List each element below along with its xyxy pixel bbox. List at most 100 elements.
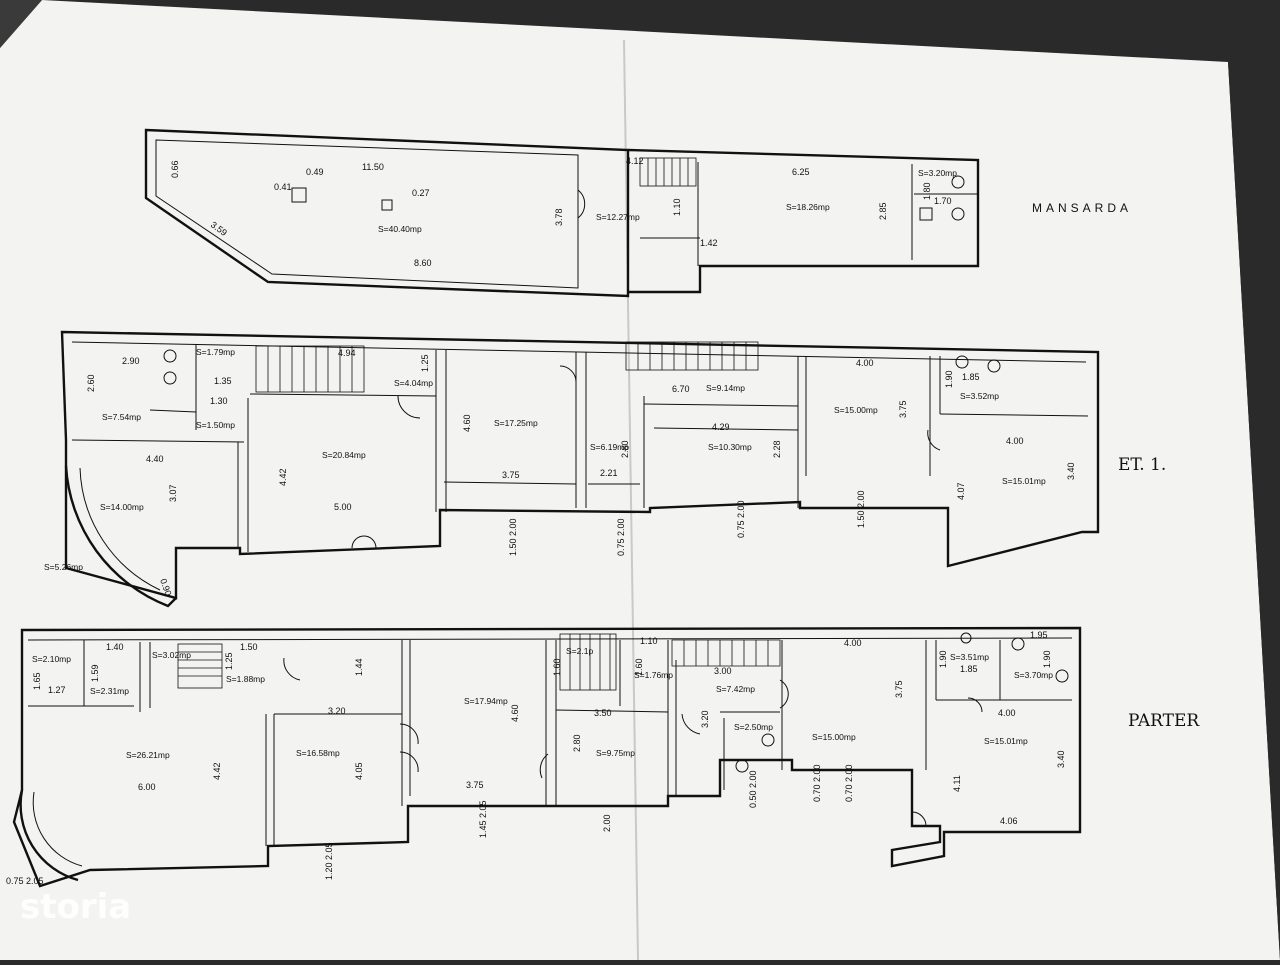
dimension-label: 1.50 2.00 (856, 490, 866, 528)
dimension-label: 4.42 (278, 468, 288, 486)
dimension-label: 3.00 (714, 666, 732, 676)
dimension-label: 4.60 (462, 414, 472, 432)
dimension-label: 1.44 (354, 658, 364, 676)
room-area-label: S=7.54mp (102, 412, 141, 422)
dimension-label: 1.25 (224, 652, 234, 670)
dimension-label: 3.07 (168, 484, 178, 502)
dimension-label: 3.20 (328, 706, 346, 716)
dimension-label: 2.60 (86, 374, 96, 392)
room-area-label: S=4.04mp (394, 378, 433, 388)
dimension-label: 2.00 (602, 814, 612, 832)
dimension-label: 4.06 (1000, 816, 1018, 826)
dimension-label: 8.60 (414, 258, 432, 268)
dimension-label: 1.10 (672, 198, 682, 216)
room-area-label: S=16.58mp (296, 748, 340, 758)
floor-title-et1: ET. 1. (1118, 455, 1166, 475)
dimension-label: 0.66 (170, 160, 180, 178)
dimension-label: 1.59 (90, 664, 100, 682)
room-area-label: S=40.40mp (378, 224, 422, 234)
dimension-label: 4.07 (956, 482, 966, 500)
room-area-label: S=1.76mp (634, 670, 673, 680)
dimension-label: 1.85 (960, 664, 978, 674)
room-area-label: S=9.14mp (706, 383, 745, 393)
dimension-label: 3.20 (700, 710, 710, 728)
dimension-label: 3.40 (1056, 750, 1066, 768)
dimension-label: 1.65 (32, 672, 42, 690)
dimension-label: 4.40 (146, 454, 164, 464)
dimension-label: 1.70 (934, 196, 952, 206)
dimension-label: 1.95 (1030, 630, 1048, 640)
dimension-label: 2.21 (600, 468, 618, 478)
room-area-label: S=3.20mp (918, 168, 957, 178)
room-area-label: S=15.01mp (1002, 476, 1046, 486)
dimension-label: 1.20 2.05 (324, 842, 334, 880)
dimension-label: 4.00 (844, 638, 862, 648)
dimension-label: 1.50 2.00 (508, 518, 518, 556)
dimension-label: 0.41 (274, 182, 292, 192)
dimension-label: 4.12 (626, 156, 644, 166)
room-area-label: S=3.70mp (1014, 670, 1053, 680)
dimension-label: 1.90 (944, 370, 954, 388)
dimension-label: 4.11 (952, 775, 962, 792)
dimension-label: 0.49 (306, 167, 324, 177)
dimension-label: 2.80 (572, 734, 582, 752)
room-area-label: S=10.30mp (708, 442, 752, 452)
room-area-label: S=9.75mp (596, 748, 635, 758)
dimension-label: 4.60 (510, 704, 520, 722)
floor-title-parter: PARTER (1128, 711, 1200, 731)
room-area-label: S=1.79mp (196, 347, 235, 357)
floor-et1: ET. 1. S=1.79mp S=7.54mp S=1.50mp S=14.0… (44, 330, 1166, 608)
dimension-label: 3.75 (898, 400, 908, 418)
dimension-label: 1.27 (48, 685, 66, 695)
room-area-label: S=3.51mp (950, 652, 989, 662)
dimension-label: 1.90 (1042, 650, 1052, 668)
room-area-label: S=1.50mp (196, 420, 235, 430)
room-area-label: S=18.26mp (786, 202, 830, 212)
dimension-label: 3.75 (502, 470, 520, 480)
dimension-label: 1.30 (210, 396, 228, 406)
floor-mansarda: MANSARDA S=40.40mp S=12.27mp S=18.26mp S… (144, 128, 1132, 298)
dimension-label: 1.80 (922, 182, 932, 200)
dimension-label: 0.50 2.00 (748, 770, 758, 808)
room-area-label: S=15.01mp (984, 736, 1028, 746)
dimension-label: 4.05 (354, 762, 364, 780)
dimension-label: 4.29 (712, 422, 730, 432)
dimension-label: 1.90 (938, 650, 948, 668)
floor-title-mansarda: MANSARDA (1032, 201, 1132, 215)
dimension-label: 2.80 (620, 440, 630, 458)
dimension-label: 2.90 (122, 356, 140, 366)
dimension-label: 1.10 (640, 636, 658, 646)
room-area-label: S=3.02mp (152, 650, 191, 660)
dimension-label: 4.42 (212, 762, 222, 780)
dimension-label: 5.00 (334, 502, 352, 512)
room-area-label: S=17.25mp (494, 418, 538, 428)
dimension-label: 1.35 (214, 376, 232, 386)
dimension-label: 1.85 (962, 372, 980, 382)
dimension-label: 4.00 (998, 708, 1016, 718)
dimension-label: 0.27 (412, 188, 430, 198)
room-area-label: S=14.00mp (100, 502, 144, 512)
dimension-label: 3.50 (594, 708, 612, 718)
room-area-label: S=2.50mp (734, 722, 773, 732)
room-area-label: S=15.00mp (812, 732, 856, 742)
room-area-label: S=17.94mp (464, 696, 508, 706)
room-area-label: S=20.84mp (322, 450, 366, 460)
dimension-label: 4.94 (338, 348, 356, 358)
dimension-label: 2.85 (878, 202, 888, 220)
dimension-label: 0.70 2.00 (812, 764, 822, 802)
dimension-label: 6.70 (672, 384, 690, 394)
room-area-label: S=2.1p (566, 646, 593, 656)
dimension-label: 1.45 2.05 (478, 800, 488, 838)
dimension-label: 0.70 2.00 (844, 764, 854, 802)
dimension-label: 1.60 (552, 658, 562, 676)
room-area-label: S=5.26mp (44, 562, 83, 572)
room-area-label: S=1.88mp (226, 674, 265, 684)
dimension-label: 4.00 (1006, 436, 1024, 446)
dimension-label: 2.28 (772, 440, 782, 458)
dimension-label: 6.00 (138, 782, 156, 792)
dimension-label: 1.40 (106, 642, 124, 652)
dimension-label: 0.75 2.05 (6, 876, 44, 886)
dimension-label: 4.00 (856, 358, 874, 368)
